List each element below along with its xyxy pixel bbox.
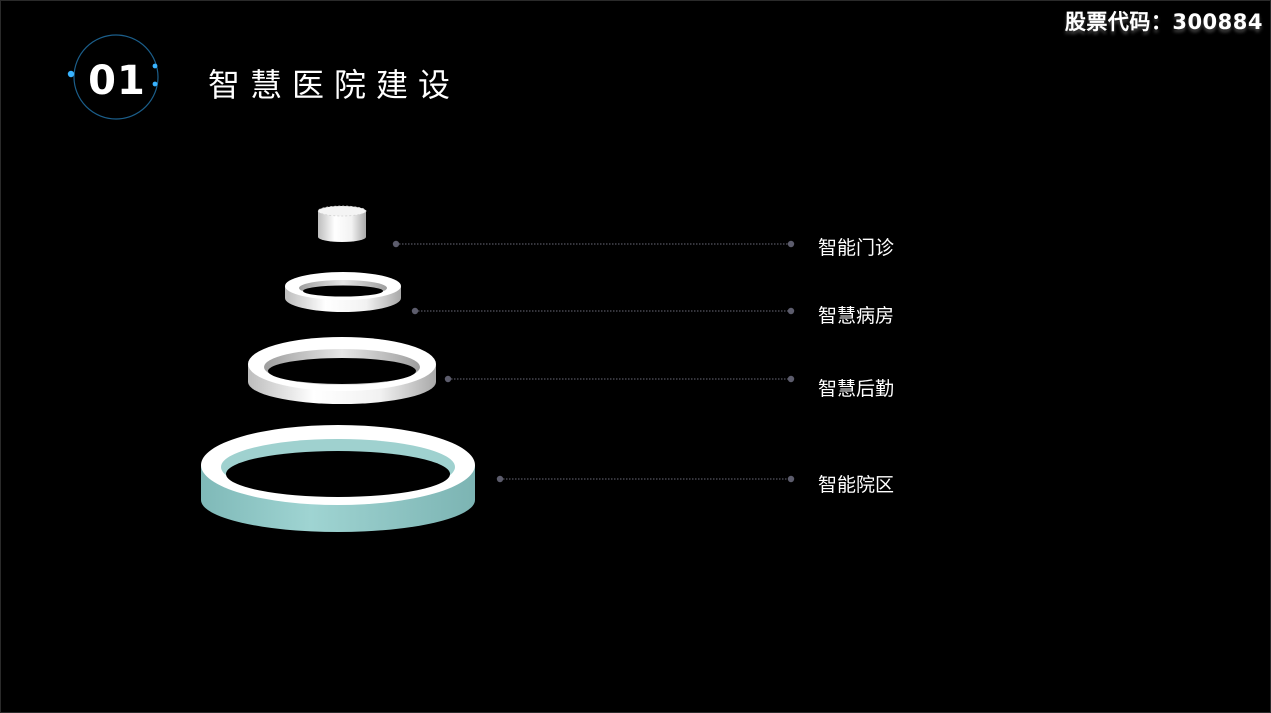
- tier-2-ring: [285, 272, 401, 312]
- tier-3-ring: [248, 337, 436, 404]
- leader-line-4: [496, 475, 795, 483]
- section-badge: [67, 34, 159, 120]
- leader-line-1: [392, 240, 795, 248]
- tier-1-cylinder: [317, 205, 367, 242]
- leader-line-3: [444, 375, 795, 383]
- tier-label-1: 智能门诊: [818, 237, 895, 259]
- tier-label-3: 智慧后勤: [818, 378, 895, 400]
- badge-dot-right-top: [152, 63, 158, 69]
- section-number: 01: [88, 58, 146, 104]
- tier-label-4: 智能院区: [818, 474, 895, 496]
- tier-4-ring: [201, 425, 475, 532]
- badge-dot-right-bottom: [152, 81, 158, 87]
- stock-code: 股票代码：300884: [1064, 10, 1263, 34]
- tier-label-2: 智慧病房: [818, 305, 895, 327]
- leader-line-2: [411, 307, 795, 315]
- badge-ring: [73, 34, 159, 120]
- badge-dot-left: [67, 70, 75, 78]
- section-title: 智慧医院建设: [208, 66, 461, 104]
